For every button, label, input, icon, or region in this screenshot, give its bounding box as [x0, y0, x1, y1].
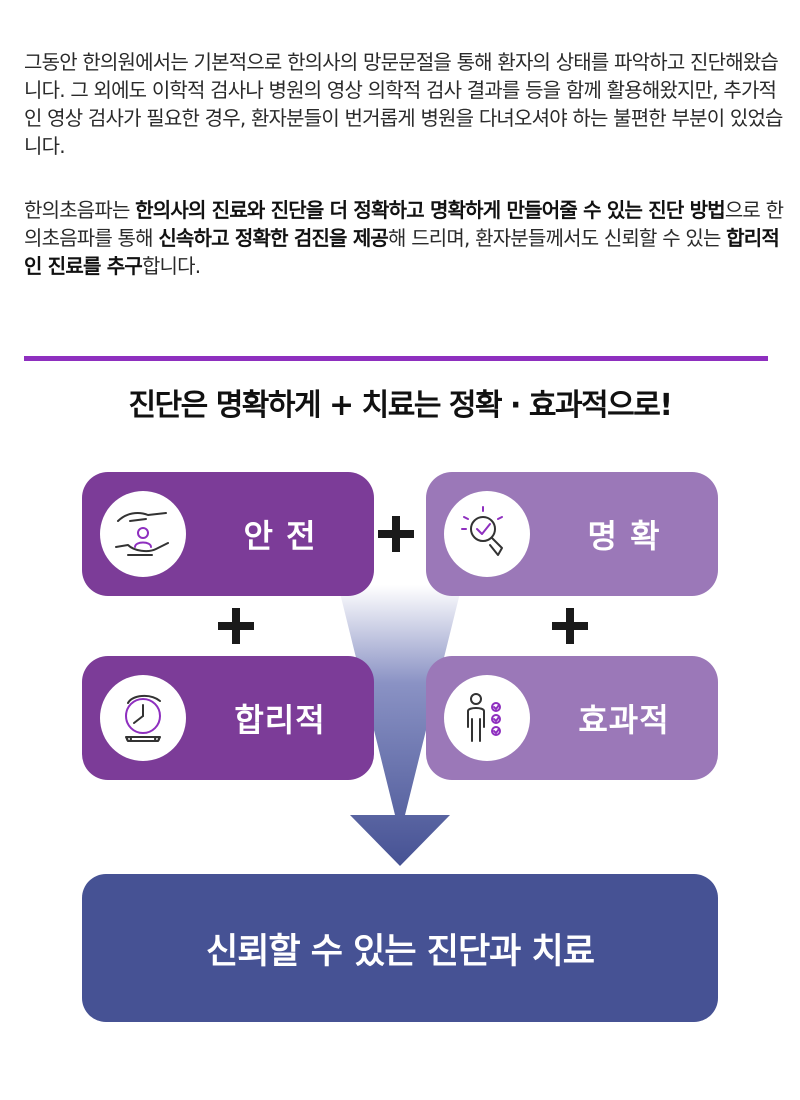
- plus-sign-left: [216, 606, 256, 646]
- p2-text-2: 으로 한의초음파를 통해: [24, 198, 784, 250]
- intro-paragraph-2: 한의초음파는 한의사의 진료와 진단을 더 정확하고 명확하게 만들어줄 수 있…: [24, 196, 784, 280]
- alarm-clock-icon: [100, 675, 186, 761]
- section-divider: [24, 356, 768, 361]
- p2-bold-3: 합리적인 진료를 추구: [24, 226, 780, 278]
- feature-label-clarity: 명 확: [587, 517, 661, 555]
- p2-text-3: 해 드리며, 환자분들께서도 신뢰할 수 있는: [388, 226, 727, 250]
- feature-label-effective: 효과적: [578, 701, 670, 739]
- intro-paragraph-1: 그동안 한의원에서는 기본적으로 한의사의 망문문절을 통해 환자의 상태를 파…: [24, 50, 783, 158]
- result-box: 신뢰할 수 있는 진단과 치료: [82, 874, 718, 1022]
- p2-text-4: 합니다.: [141, 254, 201, 278]
- funnel-arrow-shape: [338, 585, 462, 866]
- person-checklist-icon: [444, 675, 530, 761]
- feature-box-effective: 효과적: [426, 656, 718, 780]
- feature-box-safety: 안 전: [82, 472, 374, 596]
- plus-sign-right: [550, 606, 590, 646]
- magnifier-check-icon: [444, 491, 530, 577]
- plus-sign-top: [376, 514, 416, 554]
- p2-text-1: 한의초음파는: [24, 198, 136, 222]
- feature-box-rational: 합리적: [82, 656, 374, 780]
- hands-protect-person-icon: [100, 491, 186, 577]
- result-label: 신뢰할 수 있는 진단과 치료: [206, 931, 595, 972]
- p2-bold-1: 한의사의 진료와 진단을 더 정확하고 명확하게 만들어줄 수 있는 진단 방법: [135, 198, 725, 222]
- section-headline: 진단은 명확하게 + 치료는 정확 · 효과적으로!: [128, 388, 673, 423]
- feature-box-clarity: 명 확: [426, 472, 718, 596]
- p2-bold-2: 신속하고 정확한 검진을 제공: [158, 226, 389, 250]
- feature-label-safety: 안 전: [243, 517, 317, 555]
- feature-label-rational: 합리적: [234, 701, 326, 739]
